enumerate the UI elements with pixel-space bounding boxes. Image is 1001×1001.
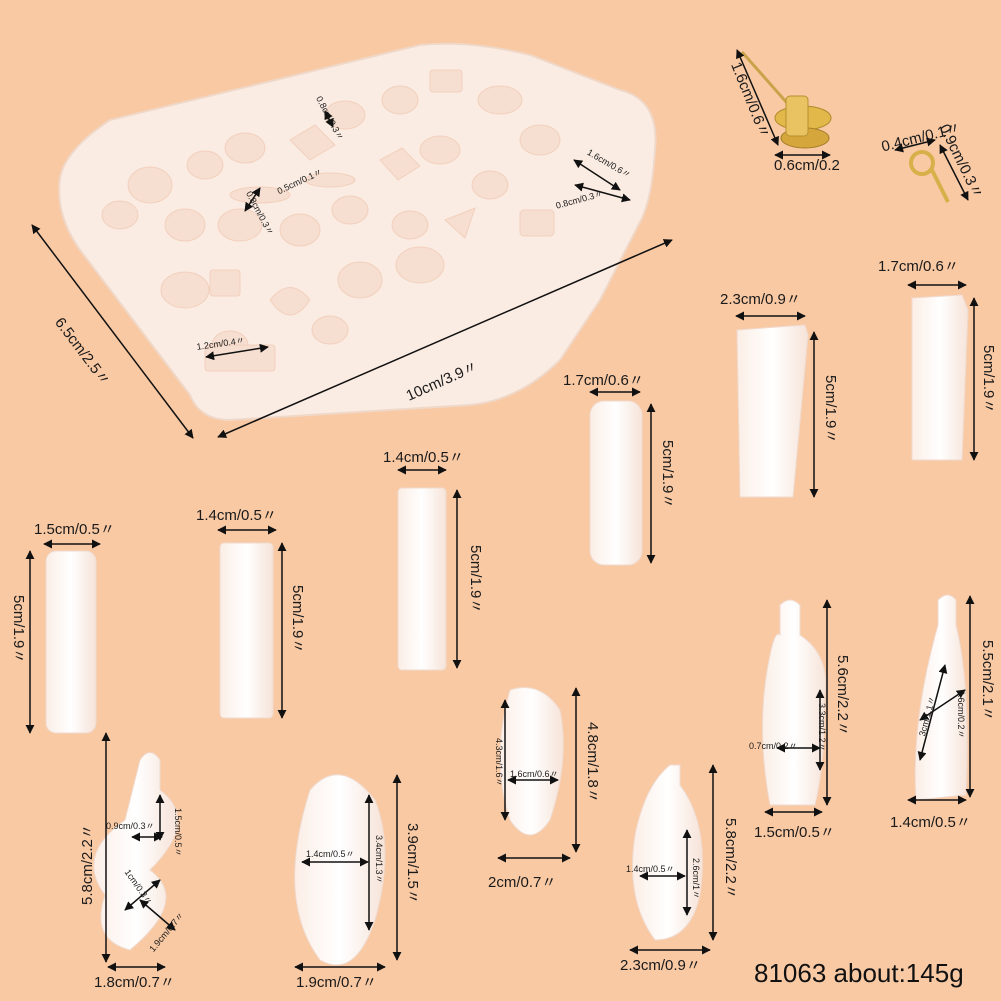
pendant-2-d2: 3.4cm/1.3〃 xyxy=(374,835,384,884)
silicone-tray xyxy=(58,42,657,422)
prism-4-height: 5cm/1.9〃 xyxy=(659,440,676,509)
pendant-2-height: 3.9cm/1.5〃 xyxy=(404,823,421,904)
pendant-5-d1: 0.7cm/0.2〃 xyxy=(749,741,798,751)
pendant-2-width: 1.9cm/0.7〃 xyxy=(296,974,377,991)
pendant-4-d2: 2.6cm/1〃 xyxy=(691,858,701,900)
pendant-1-height: 5.8cm/2.2〃 xyxy=(79,824,96,905)
eye-pin xyxy=(909,150,950,203)
prism-3-width: 1.4cm/0.5〃 xyxy=(383,449,464,466)
pendant-5-height: 5.6cm/2.2〃 xyxy=(834,655,851,736)
stud-width-label: 0.6cm/0.2 xyxy=(774,157,840,174)
prism-5-width: 2.3cm/0.9〃 xyxy=(720,291,801,308)
dimension-lines xyxy=(25,49,979,972)
prism-6-height: 5cm/1.9〃 xyxy=(980,345,997,414)
prism-4-width: 1.7cm/0.6〃 xyxy=(563,372,644,389)
pendant-6-height: 5.5cm/2.1〃 xyxy=(979,640,996,721)
pendant-6-width: 1.4cm/0.5〃 xyxy=(890,814,971,831)
prism-3-height: 5cm/1.9〃 xyxy=(467,545,484,614)
pendant-1-d2: 1.5cm/0.5〃 xyxy=(173,808,183,857)
pendant-3-width: 2cm/0.7〃 xyxy=(488,874,557,891)
prism-1-height: 5cm/1.9〃 xyxy=(10,595,27,664)
pendant-2-d1: 1.4cm/0.5〃 xyxy=(306,849,355,859)
pendant-1-d1: 0.9cm/0.3〃 xyxy=(106,821,155,831)
prism-2-width: 1.4cm/0.5〃 xyxy=(196,507,277,524)
pendant-3-d1: 1.6cm/0.6〃 xyxy=(510,769,559,779)
pendant-3-d2: 4.3cm/1.6〃 xyxy=(494,738,504,787)
pendant-5-width: 1.5cm/0.5〃 xyxy=(754,824,835,841)
prism-5-height: 5cm/1.9〃 xyxy=(822,375,839,444)
prism-1-width: 1.5cm/0.5〃 xyxy=(34,521,115,538)
prism-molds xyxy=(45,294,969,734)
product-code-weight: 81063 about:145g xyxy=(754,958,964,988)
pendant-4-height: 5.8cm/2.2〃 xyxy=(722,818,739,899)
pendant-4-width: 2.3cm/0.9〃 xyxy=(620,957,701,974)
pendant-4-d1: 1.4cm/0.5〃 xyxy=(626,864,675,874)
pendant-3-height: 4.8cm/1.8〃 xyxy=(584,722,601,803)
pendant-5-d2: 3.3cm/1.2〃 xyxy=(817,703,827,752)
pendant-1-width: 1.8cm/0.7〃 xyxy=(94,974,175,991)
pendant-6-d2: 0.6cm/0.2〃 xyxy=(956,690,966,739)
prism-2-height: 5cm/1.9〃 xyxy=(289,585,306,654)
prism-6-width: 1.7cm/0.6〃 xyxy=(878,258,959,275)
